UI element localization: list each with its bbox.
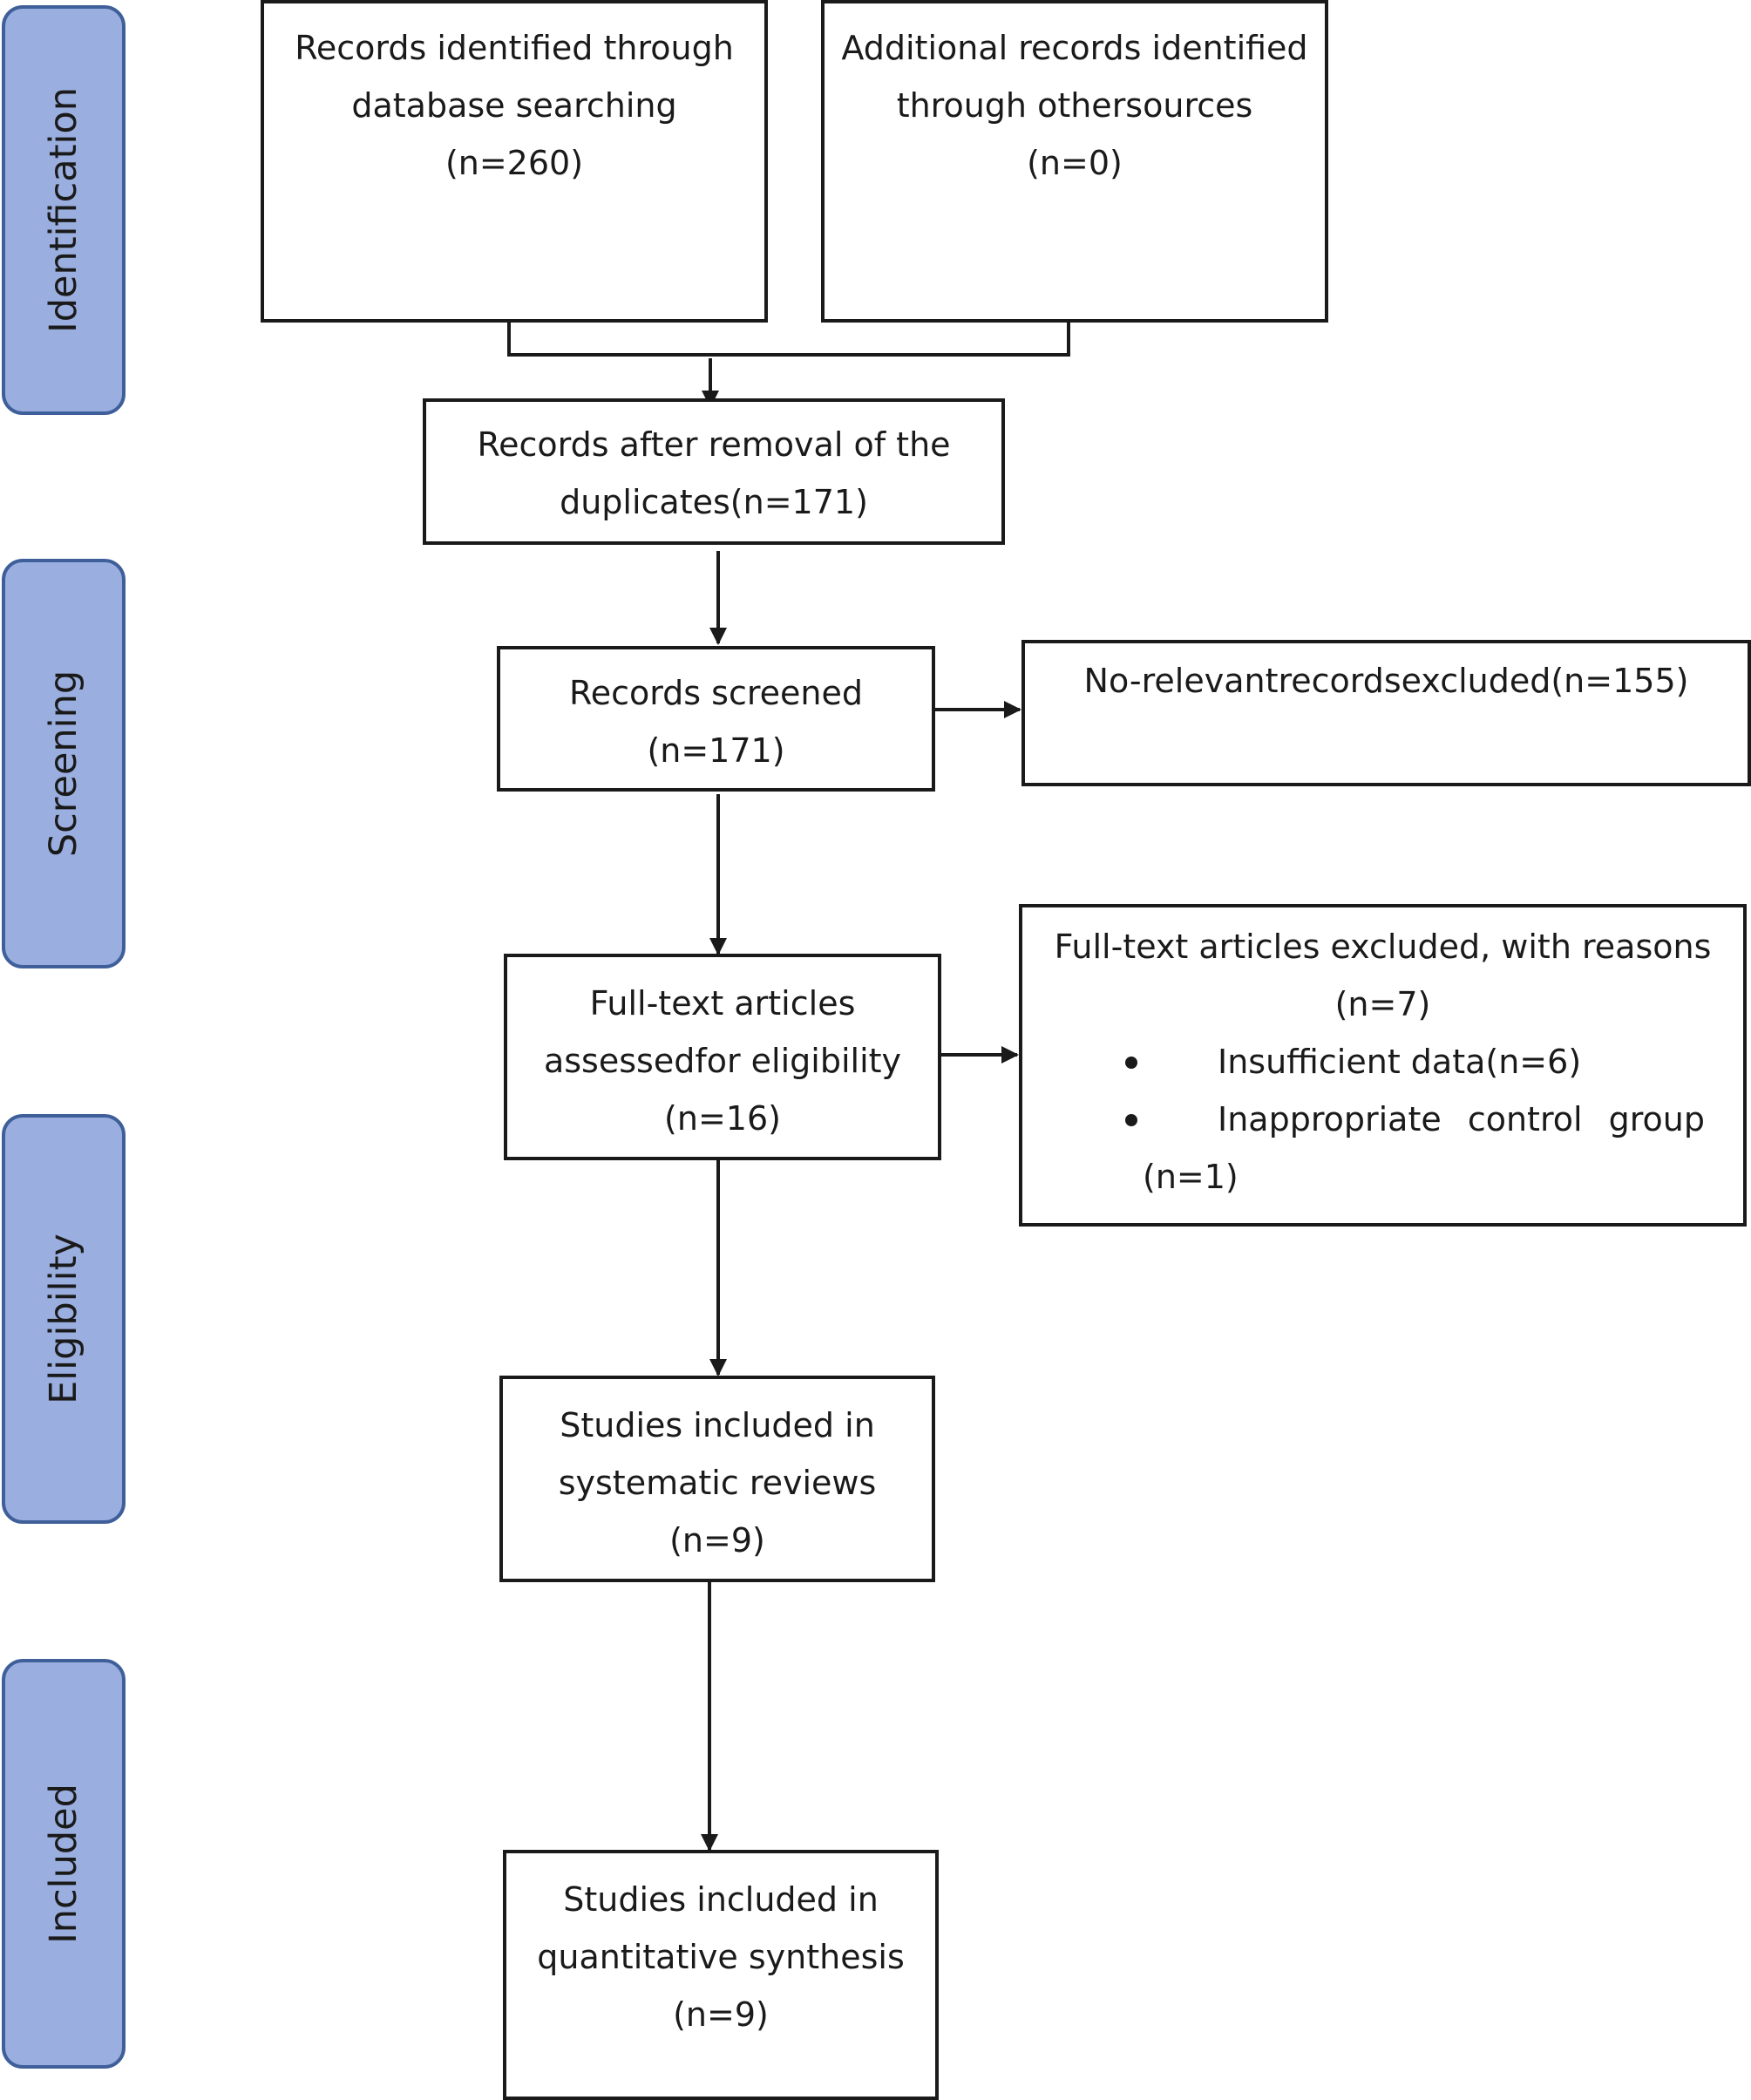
list-item: Inappropriate control group bbox=[1022, 1091, 1743, 1148]
excluded-fulltext-title: Full-text articles excluded, with reason… bbox=[1054, 928, 1712, 966]
other-sources-line-2: through othersources bbox=[896, 86, 1253, 125]
fulltext-assessed-count: (n=16) bbox=[664, 1099, 781, 1138]
phase-included-label: Included bbox=[42, 1784, 85, 1944]
records-screened-line-1: Records screened bbox=[569, 674, 863, 712]
fulltext-assessed-line-1: Full-text articles bbox=[589, 984, 856, 1023]
phase-identification-label: Identification bbox=[42, 87, 85, 333]
merge-bracket bbox=[507, 321, 1070, 357]
records-screened-box: Records screened (n=171) bbox=[497, 646, 935, 792]
list-item: Insufficient data(n=6) bbox=[1022, 1033, 1743, 1091]
excluded-fulltext-count: (n=7) bbox=[1334, 985, 1431, 1023]
phase-included: Included bbox=[2, 1659, 126, 2069]
exclusion-reason-text: Inappropriate control group bbox=[1218, 1100, 1705, 1138]
after-duplicates-line-1: Records after removal of the bbox=[477, 425, 951, 464]
phase-identification: Identification bbox=[2, 5, 126, 415]
other-sources-line-1: Additional records identified bbox=[841, 29, 1308, 67]
quantitative-synthesis-line-1: Studies included in bbox=[563, 1880, 879, 1919]
list-item: (n=1) bbox=[1022, 1148, 1743, 1206]
after-duplicates-line-2: duplicates(n=171) bbox=[560, 483, 868, 521]
bullet-icon bbox=[1125, 1057, 1137, 1069]
exclusion-reason-continuation: (n=1) bbox=[1143, 1158, 1239, 1196]
quantitative-synthesis-box: Studies included in quantitative synthes… bbox=[503, 1850, 939, 2100]
systematic-reviews-box: Studies included in systematic reviews (… bbox=[499, 1376, 935, 1582]
systematic-reviews-count: (n=9) bbox=[669, 1521, 765, 1560]
systematic-reviews-line-1: Studies included in bbox=[560, 1406, 875, 1444]
records-screened-count: (n=171) bbox=[647, 731, 785, 770]
excluded-screening-text: No-relevantrecordsexcluded(n=155) bbox=[1083, 662, 1689, 700]
exclusion-reasons-list: Insufficient data(n=6) Inappropriate con… bbox=[1022, 1033, 1743, 1206]
phase-eligibility-label: Eligibility bbox=[42, 1233, 85, 1404]
systematic-reviews-line-2: systematic reviews bbox=[558, 1464, 877, 1502]
fulltext-assessed-box: Full-text articles assessedfor eligibili… bbox=[504, 954, 941, 1160]
excluded-screening-box: No-relevantrecordsexcluded(n=155) bbox=[1021, 640, 1751, 786]
database-records-count: (n=260) bbox=[445, 144, 584, 182]
bullet-icon bbox=[1125, 1114, 1137, 1126]
database-records-line-2: database searching bbox=[351, 86, 677, 125]
quantitative-synthesis-line-2: quantitative synthesis bbox=[537, 1938, 905, 1976]
other-sources-box: Additional records identified through ot… bbox=[821, 0, 1328, 323]
phase-screening-label: Screening bbox=[42, 669, 85, 858]
phase-eligibility: Eligibility bbox=[2, 1114, 126, 1524]
after-duplicates-box: Records after removal of the duplicates(… bbox=[423, 398, 1005, 545]
other-sources-count: (n=0) bbox=[1027, 144, 1123, 182]
database-records-line-1: Records identified through bbox=[295, 29, 734, 67]
fulltext-assessed-line-2: assessedfor eligibility bbox=[543, 1042, 902, 1080]
exclusion-reason-text: Insufficient data(n=6) bbox=[1218, 1043, 1582, 1081]
excluded-fulltext-box: Full-text articles excluded, with reason… bbox=[1019, 904, 1747, 1227]
phase-screening: Screening bbox=[2, 559, 126, 968]
quantitative-synthesis-count: (n=9) bbox=[673, 1995, 769, 2034]
database-records-box: Records identified through database sear… bbox=[261, 0, 768, 323]
